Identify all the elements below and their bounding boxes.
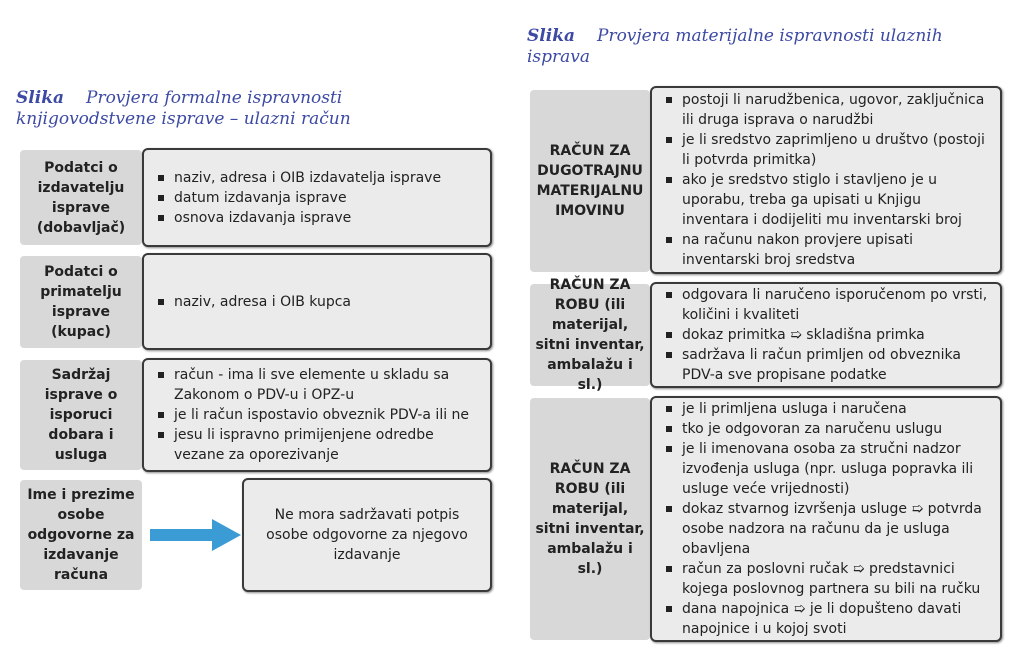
row-label: Podatci o primatelju isprave (kupac)	[20, 256, 142, 348]
row-label: RAČUN ZA DUGOTRAJNU MATERIJALNU IMOVINU	[530, 90, 650, 272]
row-content: odgovara li naručeno isporučenom po vrst…	[650, 282, 1002, 388]
row-content: račun - ima li sve elemente u skladu sa …	[142, 358, 492, 472]
note-box: Ne mora sadržavati potpis osobe odgovorn…	[242, 478, 492, 592]
row-content: postoji li narudžbenica, ugovor, zaključ…	[650, 86, 1002, 274]
row-content: naziv, adresa i OIB kupca	[142, 253, 492, 350]
row-label: Ime i prezime osobe odgovorne za izdavan…	[20, 480, 142, 590]
row-label: RAČUN ZA ROBU (ili materijal, sitni inve…	[530, 398, 650, 640]
row-label: RAČUN ZA ROBU (ili materijal, sitni inve…	[530, 277, 650, 393]
row-label: Sadržaj isprave o isporuci dobara i uslu…	[20, 360, 142, 470]
arrow-right-icon	[150, 519, 241, 551]
row-label: Podatci o izdavatelju isprave (dobavljač…	[20, 150, 142, 245]
